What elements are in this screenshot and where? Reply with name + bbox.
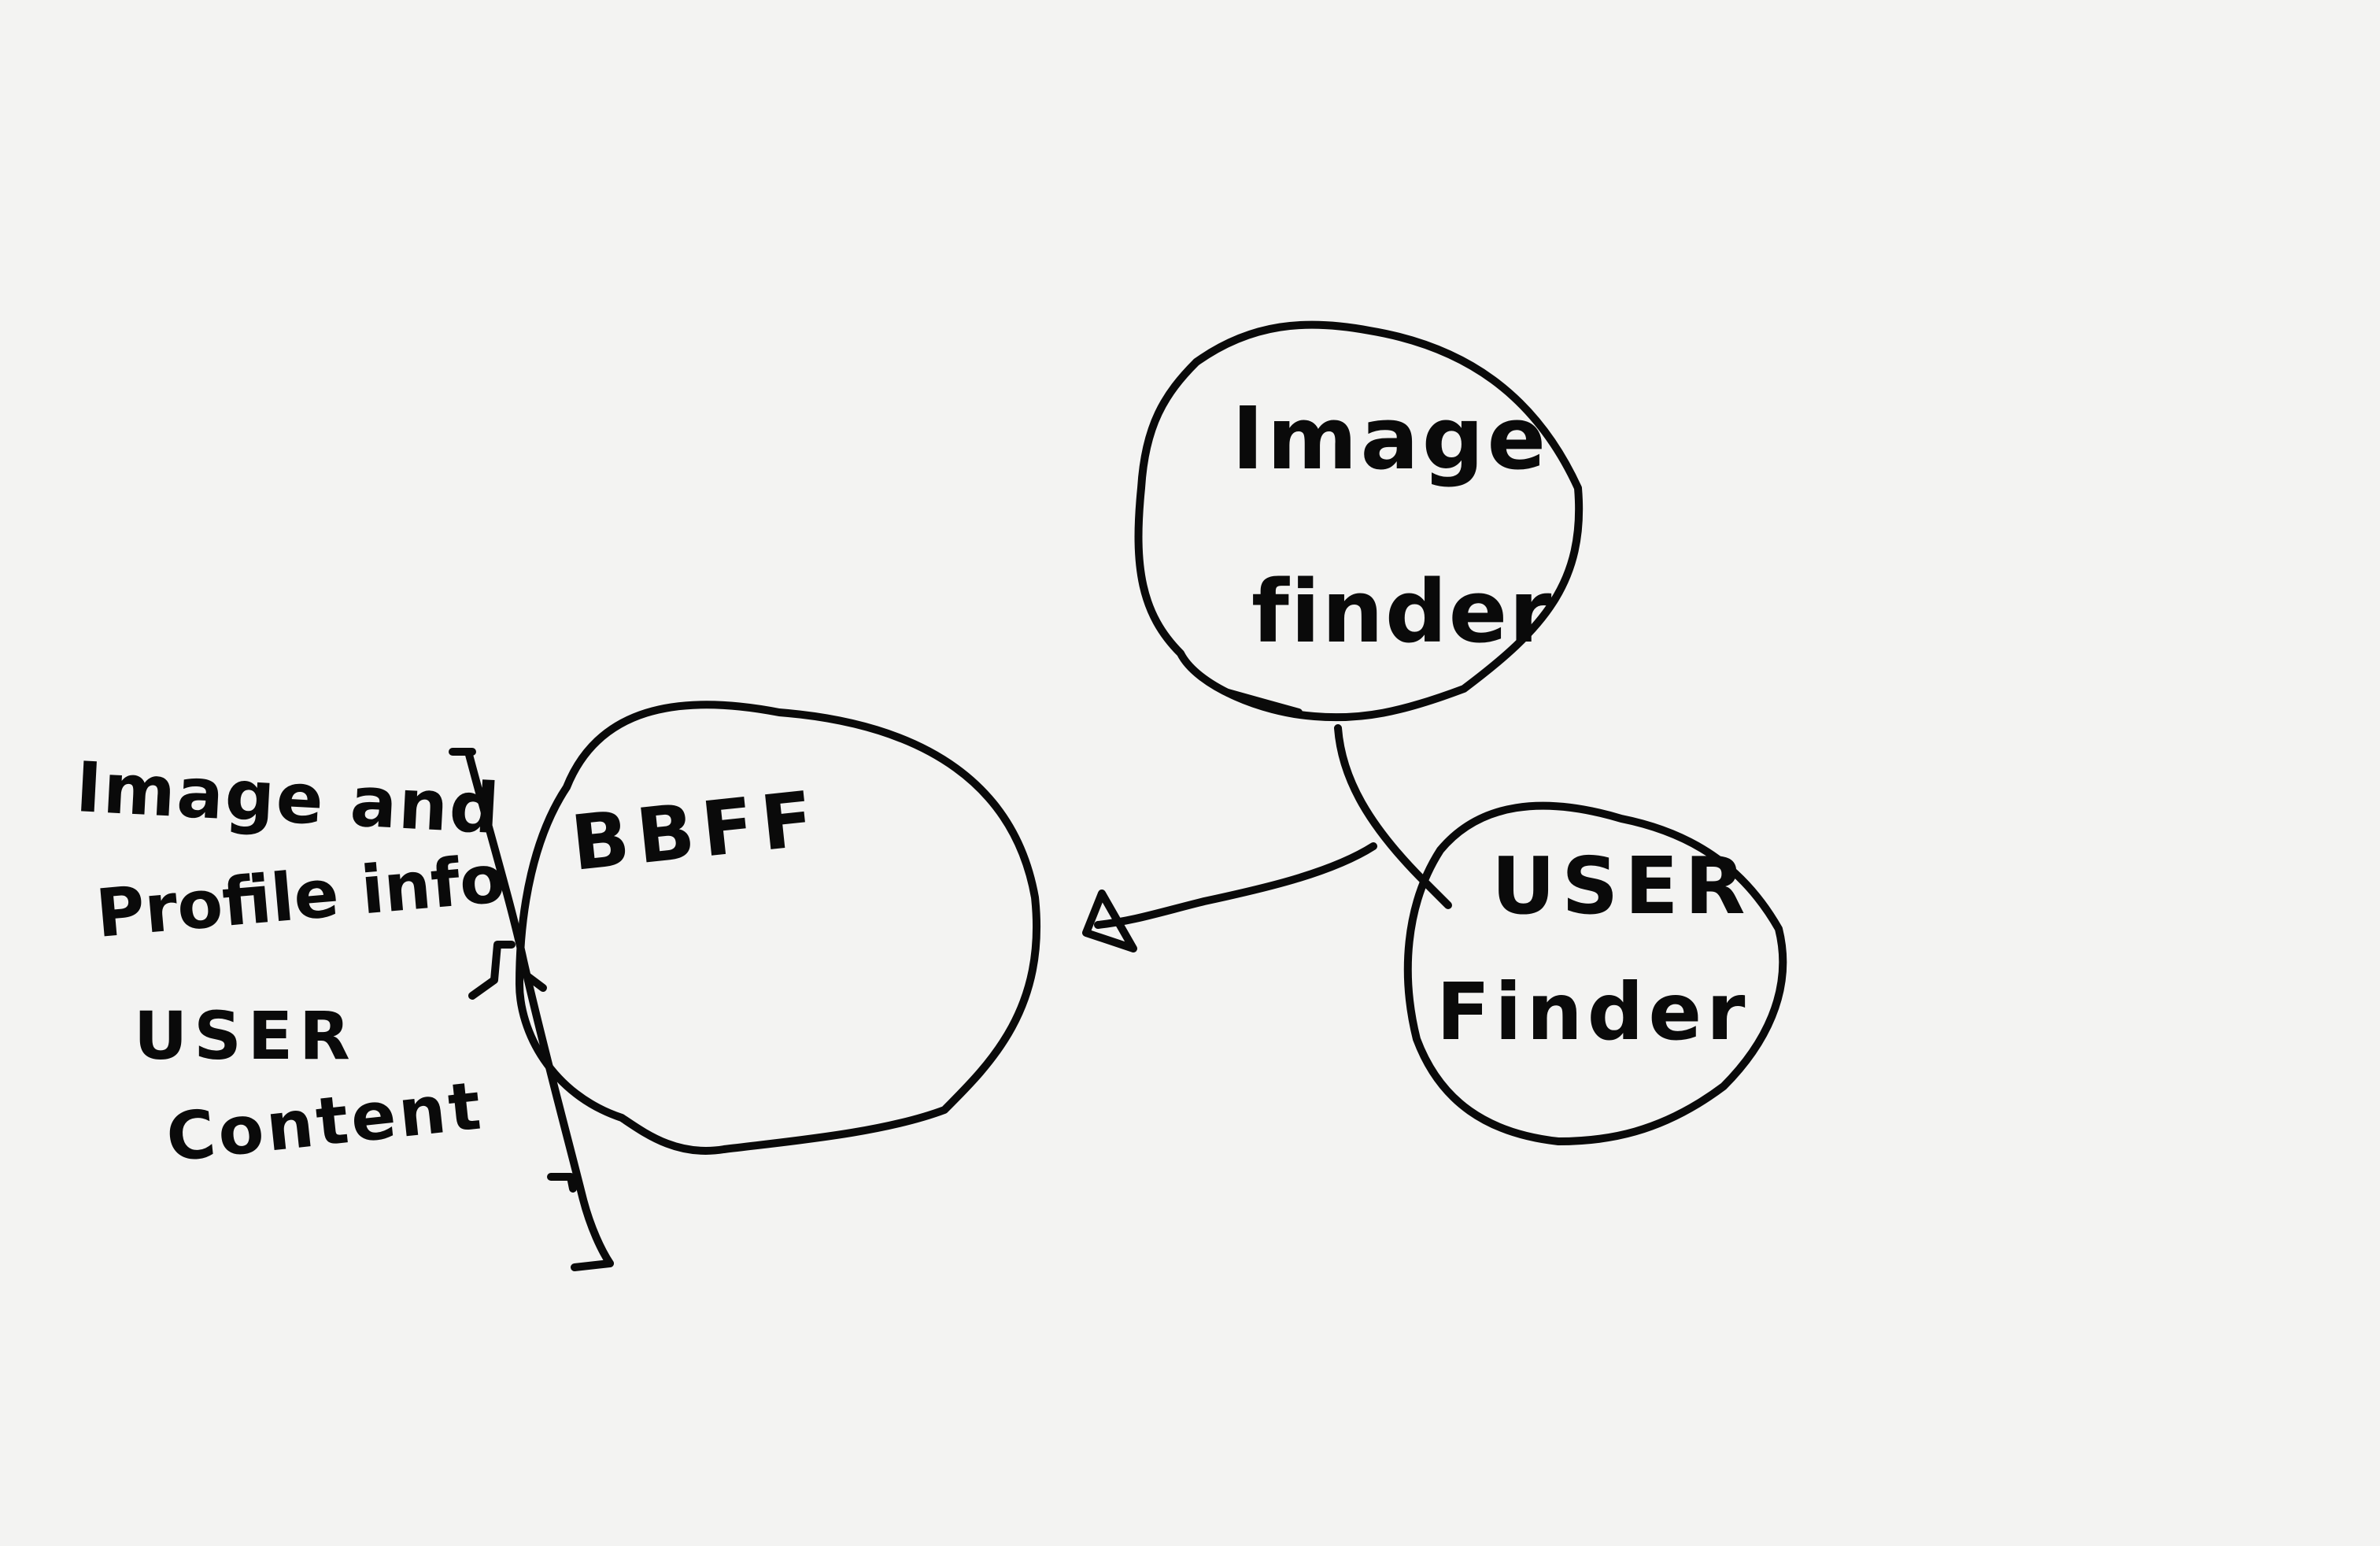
annotation-line1: Image and (74, 746, 503, 849)
image-finder-label-line1: Image (1232, 388, 1549, 489)
annotation-line2: Profile info (93, 840, 508, 952)
user-finder-label-line1: USER (1491, 840, 1752, 932)
image-finder-circle (1134, 320, 1584, 722)
annotation-bracket (449, 748, 614, 1271)
bbff-label: BBFF (567, 774, 825, 888)
bracket-mid-notch (468, 941, 516, 1000)
annotation-line4: Content (163, 1067, 487, 1177)
bracket-bbff-marker (523, 972, 547, 992)
arrow-head (1082, 890, 1137, 952)
bbff-circle (516, 701, 1041, 1155)
bracket-line (464, 748, 614, 1267)
user-finder-node: USER Finder (1403, 801, 1787, 1145)
user-finder-circle (1403, 801, 1787, 1145)
bracket-bottom-tick (571, 1259, 614, 1271)
user-finder-label-line2: Finder (1436, 966, 1750, 1058)
bbff-node: BBFF (516, 701, 1041, 1155)
image-to-user-connector (1334, 724, 1452, 909)
image-finder-node: Image finder (1134, 320, 1584, 722)
annotation-line3: USER (134, 997, 357, 1074)
annotation-text: Image and Profile info USER Content (74, 746, 508, 1177)
image-finder-tick (1224, 689, 1303, 716)
bracket-lower-tick (547, 1173, 577, 1193)
arrow-shaft (1094, 842, 1377, 929)
image-finder-label-line2: finder (1251, 561, 1553, 662)
arrow-to-bbff (1082, 842, 1377, 952)
